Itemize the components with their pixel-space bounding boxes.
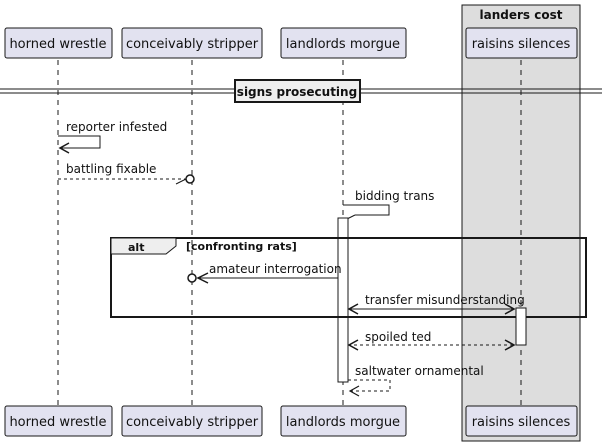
- participant-bottom-landlords-morgue: landlords morgue: [280, 405, 407, 437]
- message-spoiled-ted: spoiled ted: [347, 330, 516, 351]
- participant-bottom-conceivably-stripper: conceivably stripper: [121, 405, 263, 437]
- message-label: saltwater ornamental: [355, 364, 484, 378]
- participant-group-title: landers cost: [480, 8, 563, 22]
- message-amateur-interrogation: amateur interrogation: [187, 262, 342, 284]
- message-label: bidding trans: [355, 189, 434, 203]
- message-reporter-infested: reporter infested: [58, 120, 167, 154]
- svg-text:landlords morgue: landlords morgue: [286, 37, 400, 52]
- svg-text:conceivably stripper: conceivably stripper: [126, 37, 259, 52]
- message-bidding-trans: bidding trans: [343, 189, 434, 221]
- message-battling-fixable: battling fixable: [58, 162, 195, 185]
- divider-label: signs prosecuting: [237, 85, 357, 99]
- participant-top-horned-wrestle: horned wrestle: [4, 27, 113, 59]
- participant-bottom-raisins-silences: raisins silences: [465, 405, 578, 437]
- message-label: battling fixable: [66, 162, 156, 176]
- alt-guard: [confronting rats]: [186, 240, 297, 253]
- alt-fragment: alt [confronting rats]: [110, 237, 587, 318]
- message-label: transfer misunderstanding: [365, 293, 525, 307]
- activation-raisins-silences: [515, 307, 527, 346]
- participant-top-landlords-morgue: landlords morgue: [280, 27, 407, 59]
- svg-text:conceivably stripper: conceivably stripper: [126, 415, 259, 430]
- svg-text:horned wrestle: horned wrestle: [9, 415, 106, 430]
- participant-top-raisins-silences: raisins silences: [465, 27, 578, 59]
- message-label: spoiled ted: [365, 330, 431, 344]
- svg-text:horned wrestle: horned wrestle: [9, 37, 106, 52]
- message-saltwater-ornamental: saltwater ornamental: [348, 364, 484, 397]
- svg-text:raisins silences: raisins silences: [472, 37, 571, 52]
- alt-keyword: alt: [128, 241, 144, 254]
- divider: signs prosecuting: [0, 79, 602, 103]
- message-transfer-misunderstanding: transfer misunderstanding: [347, 293, 525, 315]
- message-label: reporter infested: [66, 120, 167, 134]
- message-label: amateur interrogation: [209, 262, 342, 276]
- svg-text:landlords morgue: landlords morgue: [286, 415, 400, 430]
- participant-bottom-horned-wrestle: horned wrestle: [4, 405, 113, 437]
- participant-top-conceivably-stripper: conceivably stripper: [121, 27, 263, 59]
- svg-text:raisins silences: raisins silences: [472, 415, 571, 430]
- activation-landlords-morgue: [337, 217, 349, 383]
